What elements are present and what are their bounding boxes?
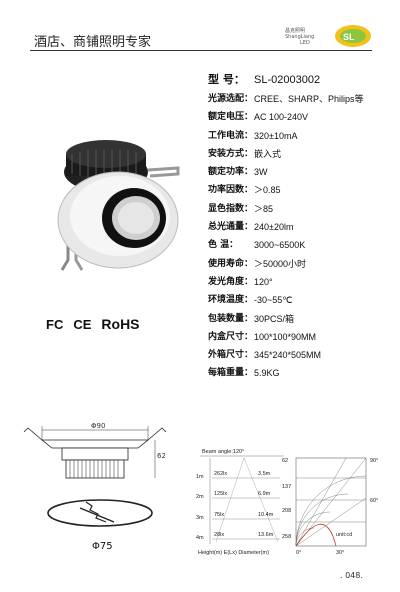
spec-value: 240±20lm [254, 222, 294, 233]
spec-value: ＞50000小时 [254, 258, 307, 269]
certification-marks: FC CE RoHS [46, 316, 140, 332]
polar-angle-label: 0° [296, 550, 301, 556]
spec-label: 环境温度： [208, 295, 254, 306]
polar-angle-label: 60° [370, 498, 378, 504]
spec-label: 包装数量： [208, 313, 254, 324]
spec-row: 发光角度：120° [208, 273, 388, 291]
diameter-label: Φ90 [91, 422, 106, 430]
beam-lux: 75lx [214, 512, 224, 518]
polar-left-label: 258 [282, 534, 291, 540]
header-divider [30, 50, 372, 51]
logo-cn-text: 昌克照明 [285, 28, 306, 34]
spec-value: 5.9KG [254, 368, 280, 379]
spec-label: 光源选配： [208, 94, 254, 104]
logo-en-text: ShangLiang [285, 34, 315, 40]
spec-label: 每箱重量： [208, 368, 254, 379]
beam-lux: 28lx [214, 532, 224, 538]
spec-row: 内盒尺寸：100*100*90MM [208, 328, 388, 346]
beam-diam: 6.9m [258, 491, 271, 497]
spec-row: 额定电压：AC 100-240V [208, 108, 388, 126]
spec-label: 色 温： [208, 240, 239, 251]
spec-list: 型 号： SL-02003002 光源选配：CREE、SHARP、Philips等… [208, 70, 388, 383]
beam-lux: 262lx [214, 471, 227, 477]
beam-diam: 13.6m [258, 532, 274, 538]
beam-diam: 10.4m [258, 512, 274, 518]
polar-left-label: 62 [282, 458, 288, 464]
polar-angle-label: 30° [336, 550, 344, 556]
spec-value: 3000~6500K [254, 240, 306, 251]
spec-label: 外箱尺寸： [208, 350, 254, 361]
spec-value: 100*100*90MM [254, 331, 317, 342]
polar-left-label: 208 [282, 508, 291, 514]
beam-diam: 3.5m [258, 471, 271, 477]
beam-dist: 2m [196, 494, 204, 500]
logo-led-text: LED [300, 40, 310, 46]
spec-row: 总光通量：240±20lm [208, 218, 388, 236]
spec-row: 环境温度：-30~55℃ [208, 291, 388, 309]
rohs-mark: RoHS [101, 316, 140, 332]
brand-logo: SL [335, 25, 371, 47]
height-label: 62 [157, 452, 166, 460]
beam-dist: 1m [196, 474, 204, 480]
beam-dist: 3m [196, 515, 204, 521]
spec-row: 功率因数：＞0.85 [208, 181, 388, 199]
dimension-drawing [23, 426, 167, 527]
svg-text:SL: SL [343, 32, 355, 42]
beam-dist: 4m [196, 535, 204, 541]
header-title: 酒店、商铺照明专家 [34, 35, 152, 50]
polar-left-label: 137 [282, 484, 291, 490]
spec-value: 嵌入式 [254, 148, 282, 159]
spec-row: 每箱重量：5.9KG [208, 364, 388, 382]
spec-label: 使用寿命： [208, 258, 254, 269]
spec-row: 包装数量：30PCS/箱 [208, 310, 388, 328]
spec-row: 显色指数：＞85 [208, 200, 388, 218]
spec-label: 发光角度： [208, 276, 254, 287]
spec-value: 3W [254, 167, 268, 178]
spec-row: 型 号： SL-02003002 [208, 70, 388, 90]
spec-value: 30PCS/箱 [254, 313, 295, 324]
ce-mark: CE [73, 316, 92, 332]
cutout-label: Φ75 [92, 541, 113, 552]
spec-value: -30~55℃ [254, 295, 293, 306]
spec-row: 工作电流：320±10mA [208, 127, 388, 145]
spec-label: 额定电压： [208, 112, 254, 123]
spec-row: 光源选配：CREE、SHARP、Philips等 [208, 90, 388, 108]
spec-label: 显色指数： [208, 203, 254, 214]
spec-row: 色 温： 3000~6500K [208, 236, 388, 254]
spec-label: 内盒尺寸： [208, 331, 254, 342]
beam-footer: Height(m) E(Lx) Diameter(m) [198, 550, 269, 556]
spec-label: 额定功率： [208, 167, 254, 178]
polar-angle-label: 90° [370, 458, 378, 464]
spec-row: 外箱尺寸：345*240*505MM [208, 346, 388, 364]
page-number: . 048. [340, 571, 363, 580]
spec-value: ＞85 [254, 203, 274, 214]
fc-mark: FC [46, 316, 64, 332]
beam-angle-chart: Beam angle:120° 1m 2m 3m 4m 262lx 125lx … [196, 449, 378, 556]
spec-row: 额定功率：3W [208, 163, 388, 181]
spec-row: 使用寿命：＞50000小时 [208, 255, 388, 273]
spec-value: CREE、SHARP、Philips等 [254, 94, 364, 104]
spec-label: 安装方式： [208, 148, 254, 159]
product-photo [57, 140, 180, 271]
spec-label: 总光通量： [208, 222, 254, 233]
spec-value: 345*240*505MM [254, 350, 322, 361]
spec-value: ＞0.85 [254, 185, 281, 196]
beam-lux: 125lx [214, 491, 227, 497]
spec-value: AC 100-240V [254, 112, 309, 123]
spec-value: 120° [254, 276, 273, 287]
spec-label: 工作电流： [208, 130, 254, 141]
spec-value: SL-02003002 [254, 74, 321, 86]
spec-label: 功率因数： [208, 185, 254, 196]
spec-value: 320±10mA [254, 130, 298, 141]
spec-label: 型 号： [208, 73, 245, 86]
spec-row: 安装方式：嵌入式 [208, 145, 388, 163]
polar-unit: unit:cd [336, 532, 352, 538]
beam-title: Beam angle:120° [202, 449, 244, 455]
